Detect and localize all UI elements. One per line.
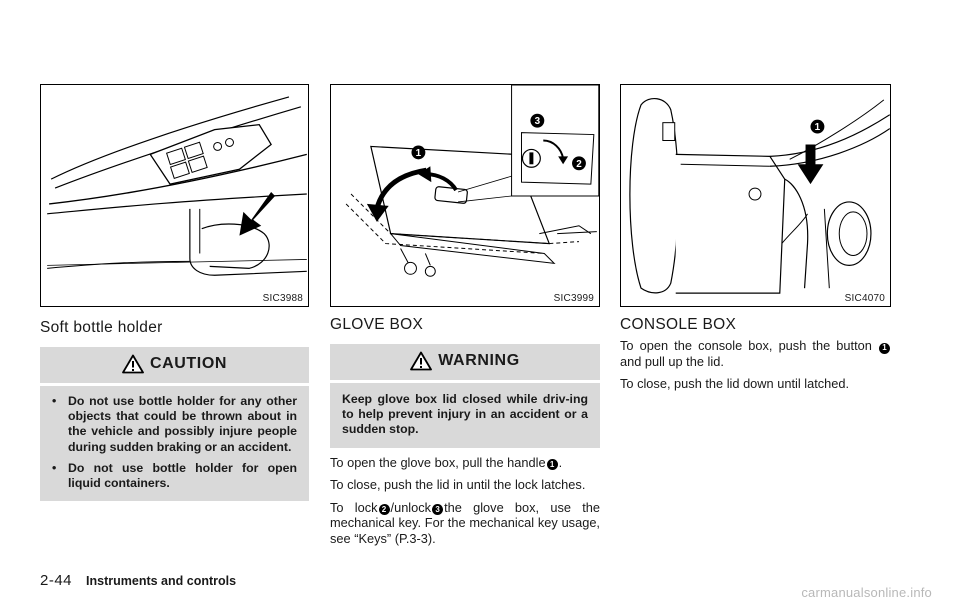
caution-item-text: Do not use bottle holder for any other o…: [68, 394, 297, 454]
warning-title: WARNING: [438, 352, 520, 369]
bullet: •: [52, 394, 57, 408]
callout-3-inline: 3: [432, 504, 444, 516]
caution-item-text: Do not use bottle holder for open liquid…: [68, 460, 297, 491]
section-name: Instruments and controls: [86, 574, 237, 588]
section-heading-console-box: CONSOLE BOX: [620, 316, 737, 333]
paragraph-text: .: [558, 454, 563, 470]
callout-1-inline: 1: [879, 342, 890, 354]
glove-box-illustration: 1 3 2: [345, 85, 599, 277]
column-glove-box: 1 3 2 SIC3999 GLOVE BOX WARNING Keep g: [330, 84, 600, 547]
paragraph-open: To open the console box, push the button…: [620, 338, 891, 369]
caution-body: • Do not use bottle holder for any other…: [40, 383, 309, 502]
callout-1-inline: 1: [546, 459, 558, 471]
caution-title: CAUTION: [149, 355, 228, 372]
paragraph-text: the glove box, use the mechanical key. F…: [330, 499, 601, 546]
watermark: carmanualsonline.info: [801, 585, 932, 600]
section-heading-glove-box: GLOVE BOX: [330, 316, 424, 333]
column-console-box: 1 SIC4070 CONSOLE BOX To open the consol…: [620, 84, 891, 392]
figure-door-bottle-holder: SIC3988: [40, 84, 309, 307]
paragraph-close: To close, push the lid down until latche…: [620, 376, 850, 392]
page-number: 2-44: [40, 572, 73, 589]
figure-code: SIC3999: [552, 293, 595, 304]
warning-triangle-icon: [122, 354, 144, 374]
figure-console-box: 1 SIC4070: [620, 84, 891, 307]
paragraph-close: To close, push the lid in until the lock…: [330, 477, 586, 493]
section-heading-soft-bottle-holder: Soft bottle holder: [40, 319, 163, 336]
paragraph-text: To lock: [330, 499, 378, 515]
figure-code: SIC4070: [843, 293, 886, 304]
page-footer: 2-44 Instruments and controls: [40, 572, 236, 589]
warning-triangle-icon: [410, 351, 433, 371]
paragraph-text: /unlock: [390, 499, 432, 515]
paragraph-text: To open the console box, push the button: [620, 338, 872, 353]
column-soft-bottle-holder: SIC3988 Soft bottle holder CAUTION • Do …: [40, 84, 309, 502]
callout-2: 2: [576, 159, 582, 170]
warning-body: Keep glove box lid closed while driv-ing…: [330, 380, 600, 448]
paragraph-text: and pull up the lid.: [620, 353, 724, 369]
door-panel-illustration: [47, 96, 307, 276]
console-box-illustration: 1: [629, 98, 890, 294]
warning-box: WARNING Keep glove box lid closed while …: [330, 344, 600, 448]
figure-code: SIC3988: [261, 293, 304, 304]
figure-glove-box: 1 3 2 SIC3999: [330, 84, 600, 307]
callout-1: 1: [416, 148, 422, 159]
paragraph-text: To open the glove box, pull the handle: [330, 454, 546, 470]
caution-box: CAUTION • Do not use bottle holder for a…: [40, 347, 309, 502]
caution-header: CAUTION: [40, 347, 309, 381]
bullet: •: [52, 460, 57, 475]
warning-header: WARNING: [330, 344, 600, 378]
callout-2-inline: 2: [378, 504, 390, 516]
caution-item: • Do not use bottle holder for open liqu…: [52, 461, 297, 491]
callout-1: 1: [815, 122, 821, 133]
caution-item: • Do not use bottle holder for any other…: [52, 394, 297, 455]
callout-3: 3: [535, 116, 541, 127]
